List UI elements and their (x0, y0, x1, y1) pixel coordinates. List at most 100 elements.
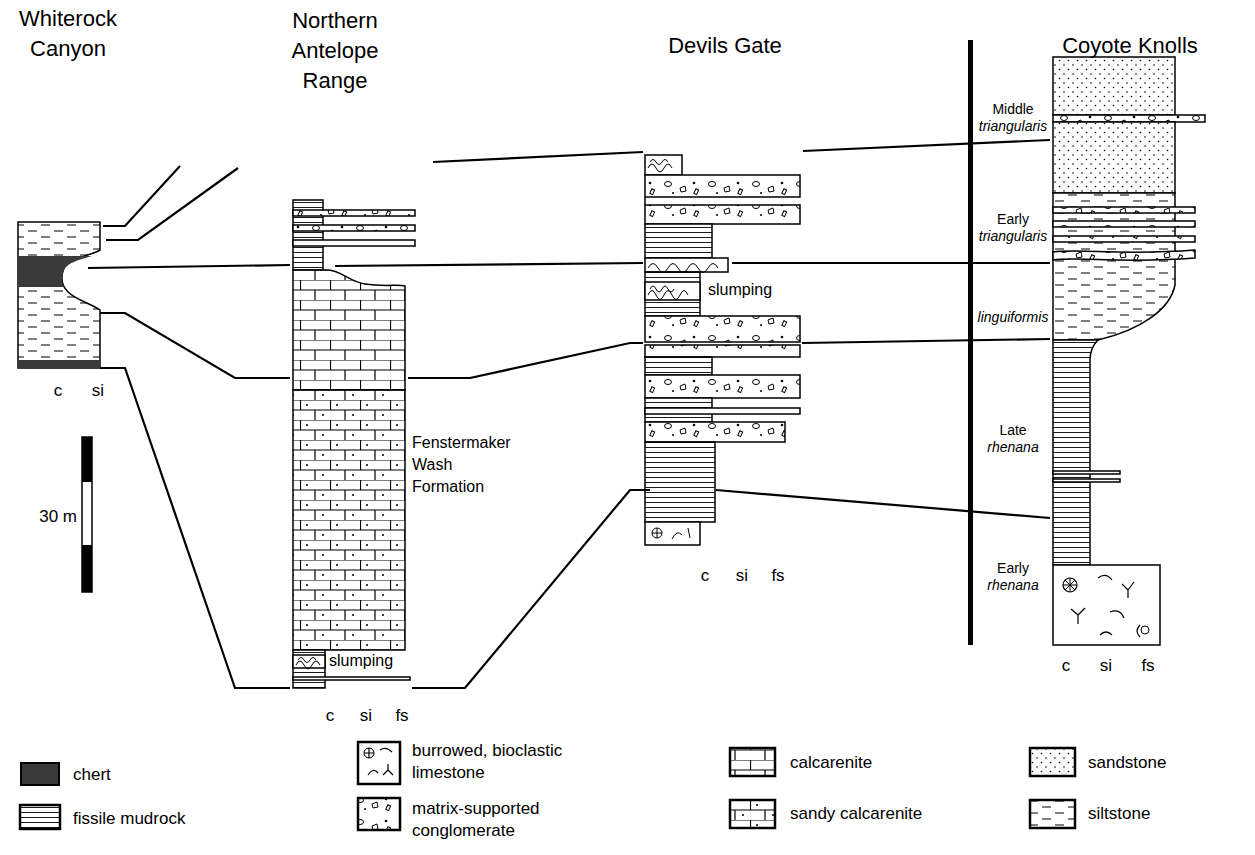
scale-bar (82, 437, 92, 592)
scale-label: 30 m (26, 507, 77, 527)
scale-bar-part (82, 437, 92, 482)
legend-swatches-part (358, 798, 400, 830)
coyote-knolls-column-part (1053, 122, 1175, 193)
coyote-knolls-column-part (1053, 57, 1175, 115)
antelope-column (293, 200, 415, 688)
devils-gate-column (645, 155, 800, 545)
zone-name: Early triangularis (975, 211, 1051, 245)
legend-text: matrix-supported conglomerate (412, 798, 582, 842)
devils-gate-column-part (645, 175, 800, 197)
devils-gate-column-part (645, 155, 682, 175)
zone-name: Middle triangularis (975, 101, 1051, 135)
correlation-lines (88, 140, 1050, 688)
devils-gate-column-part (644, 197, 646, 205)
grain-axis-label: fs (390, 706, 414, 726)
grain-axis-label: c (46, 381, 70, 401)
legend-swatches-part (358, 742, 400, 784)
zone-name: linguiformis (975, 309, 1051, 326)
section-title: Coyote Knolls (1050, 32, 1210, 60)
devils-gate-column-part (645, 272, 700, 316)
legend-text: burrowed, bioclastic limestone (412, 740, 582, 784)
devils-gate-column-part (645, 375, 800, 398)
legend-text: calcarenite (790, 752, 990, 774)
legend-swatches-part (364, 748, 393, 775)
antelope-column-part (293, 240, 415, 246)
grain-axis-label: fs (1136, 656, 1160, 676)
antelope-column-part (293, 650, 325, 688)
coyote-knolls-column-part (1053, 565, 1160, 645)
whiterock-column (18, 222, 100, 368)
grain-axis-label: c (693, 566, 717, 586)
devils-gate-column-part (648, 264, 718, 273)
correlation-lines-part (106, 168, 238, 240)
whiterock-column-part (18, 360, 100, 368)
section-title: Northern Antelope Range (275, 6, 395, 96)
devils-gate-column-part (645, 408, 800, 414)
coyote-knolls-column-part (1053, 193, 1175, 340)
section-title: Whiterock Canyon (6, 4, 130, 64)
legend-text: chert (73, 764, 303, 786)
grain-axis-label: si (86, 381, 110, 401)
antelope-column-part (293, 210, 415, 216)
devils-gate-column-part (645, 357, 712, 375)
grain-axis-label: fs (766, 566, 790, 586)
correlation-lines-part (412, 490, 650, 688)
coyote-knolls-column-part (1063, 578, 1077, 592)
feature-note: slumping (329, 651, 419, 671)
correlation-lines-part (803, 140, 1050, 151)
coyote-knolls-column-part (1053, 221, 1195, 227)
correlation-lines-part (433, 152, 643, 162)
antelope-column-part (293, 677, 410, 680)
legend-text: sandy calcarenite (790, 803, 990, 825)
correlation-lines-part (335, 263, 643, 266)
feature-note: slumping (708, 280, 798, 300)
coyote-knolls-column-part (1053, 479, 1120, 482)
devils-gate-column-part (645, 205, 800, 224)
scale-bar-part (82, 545, 92, 592)
zone-name: Early rhenana (975, 560, 1051, 594)
grain-axis-label: si (354, 706, 378, 726)
devils-gate-column-part (648, 286, 688, 300)
legend-text: fissile mudrock (73, 808, 303, 830)
coyote-knolls-column-part (1053, 207, 1195, 213)
legend-swatches-part (1030, 748, 1075, 776)
coyote-knolls-column-part (1071, 575, 1140, 637)
coyote-knolls-column-part (1053, 250, 1195, 260)
devils-gate-column-part (645, 422, 785, 442)
grain-axis-label: c (318, 706, 342, 726)
coyote-knolls-column-part (1053, 236, 1195, 242)
grain-axis-label: si (730, 566, 754, 586)
coyote-knolls-column-part (1053, 471, 1120, 474)
scale-bar-part (82, 437, 92, 592)
legend-text: siltstone (1088, 803, 1248, 825)
correlation-lines-part (802, 339, 1050, 343)
correlation-lines-part (88, 265, 290, 268)
antelope-column-part (296, 658, 320, 670)
correlation-lines-part (408, 343, 643, 378)
grain-axis-label: c (1054, 656, 1078, 676)
legend-swatches-part (730, 748, 775, 776)
correlation-lines-part (100, 313, 290, 378)
devils-gate-column-part (645, 442, 715, 522)
devils-gate-column-part (652, 528, 690, 539)
devils-gate-column-part (645, 258, 728, 272)
legend-swatches-part (1030, 800, 1075, 828)
whiterock-column-part (18, 222, 100, 368)
antelope-column-part (293, 655, 325, 668)
section-title: Devils Gate (640, 32, 810, 60)
devils-gate-column-part (645, 345, 800, 357)
legend-swatches-part (20, 805, 60, 829)
zone-bar (968, 40, 973, 645)
antelope-column-part (293, 225, 415, 231)
coyote-knolls-column-part (1063, 578, 1077, 592)
coyote-knolls-column-part (1053, 115, 1205, 122)
legend-text: sandstone (1088, 752, 1248, 774)
whiterock-column-part (18, 256, 92, 287)
devils-gate-column-part (645, 316, 800, 342)
correlation-lines-part (100, 368, 290, 688)
coyote-knolls-column (1053, 57, 1205, 645)
correlation-lines-part (716, 490, 1050, 518)
formation-name: Fenstermaker Wash Formation (412, 432, 520, 498)
